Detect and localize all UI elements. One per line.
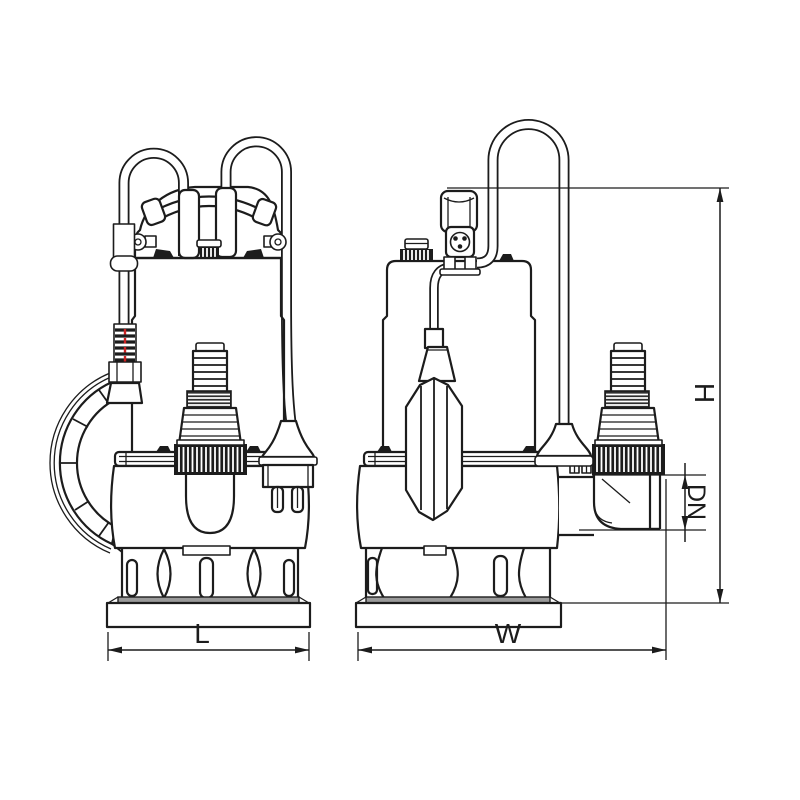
dimension-height: H: [447, 187, 729, 604]
length-label: L: [194, 618, 210, 649]
vent-cap: [196, 239, 222, 248]
strainer-slot: [125, 558, 139, 598]
outlet-connector-side: [590, 341, 667, 477]
arrowhead-icon: [652, 646, 666, 654]
base-plate-side: [354, 596, 563, 629]
dimension-width: W: [357, 479, 667, 661]
float-bracket: [49, 372, 123, 554]
arrowhead-icon: [716, 188, 724, 202]
handle-cable-loops: [118, 136, 297, 424]
cable-gland: [105, 223, 144, 405]
strainer-slot: [492, 554, 509, 598]
strainer-slot: [156, 548, 172, 600]
arrowhead-icon: [681, 475, 689, 489]
base-plate: [105, 596, 312, 629]
carry-handle-side: [439, 189, 481, 276]
handle-straps: [140, 186, 278, 260]
arrowhead-icon: [716, 589, 724, 603]
strainer-slot: [198, 556, 215, 600]
suction-strainer-side: [364, 545, 552, 599]
outlet-connector-front: [172, 341, 249, 535]
cable-strain-relief: [534, 422, 594, 467]
dimensions: L W H DN: [107, 187, 729, 661]
arrowhead-icon: [358, 646, 372, 654]
outlet-diameter-label: DN: [682, 484, 710, 520]
height-label: H: [689, 383, 720, 403]
arrowhead-icon: [108, 646, 122, 654]
dimension-length: L: [107, 618, 310, 661]
width-label: W: [495, 618, 522, 649]
dimension-outlet: DN: [579, 463, 710, 542]
suction-strainer: [120, 545, 300, 600]
strainer-slot: [246, 548, 262, 600]
discharge-elbow: [559, 463, 662, 537]
strainer-slot: [282, 558, 296, 598]
pump-throat: [184, 475, 236, 535]
top-cap: [400, 238, 433, 261]
right-screw-icon: [269, 233, 287, 251]
power-plug: [258, 419, 318, 514]
leader-line: [601, 478, 631, 504]
arrowhead-icon: [681, 516, 689, 530]
side-view: [354, 119, 667, 629]
front-view: [49, 136, 318, 629]
arrowhead-icon: [295, 646, 309, 654]
float-switch: [404, 327, 464, 522]
